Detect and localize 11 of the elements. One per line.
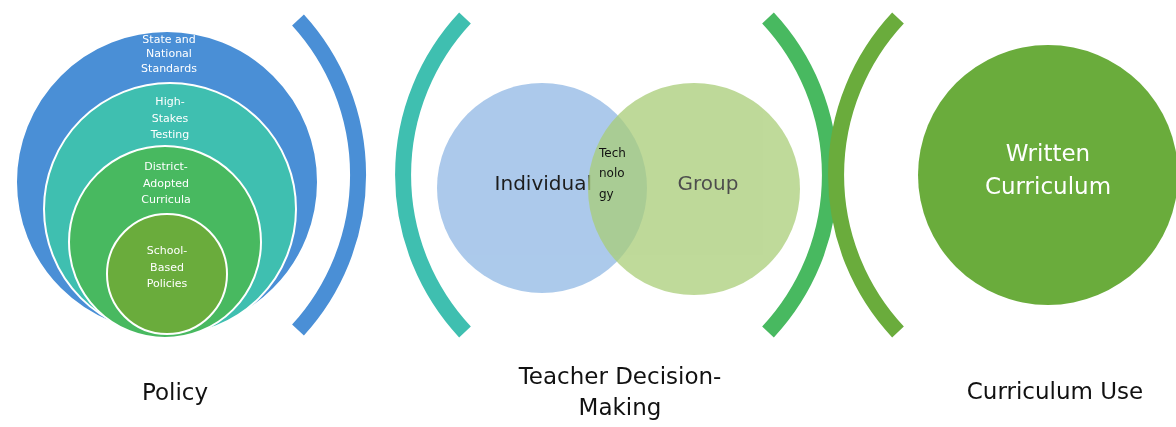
section-caption: Policy — [140, 378, 210, 407]
section-caption: Teacher Decision-Making — [517, 362, 723, 423]
node-text: School-Based Policies — [145, 243, 189, 292]
node-text: Technology — [599, 145, 627, 203]
node-text: Written Curriculum — [983, 139, 1113, 202]
section-caption: Curriculum Use — [965, 377, 1145, 406]
node-text: District-Adopted Curricula — [140, 159, 192, 208]
node-text: Group — [676, 171, 740, 195]
node-text: State and National Standards — [140, 33, 198, 76]
node-text: High-Stakes Testing — [149, 94, 191, 143]
node-text: Individual — [493, 171, 592, 195]
